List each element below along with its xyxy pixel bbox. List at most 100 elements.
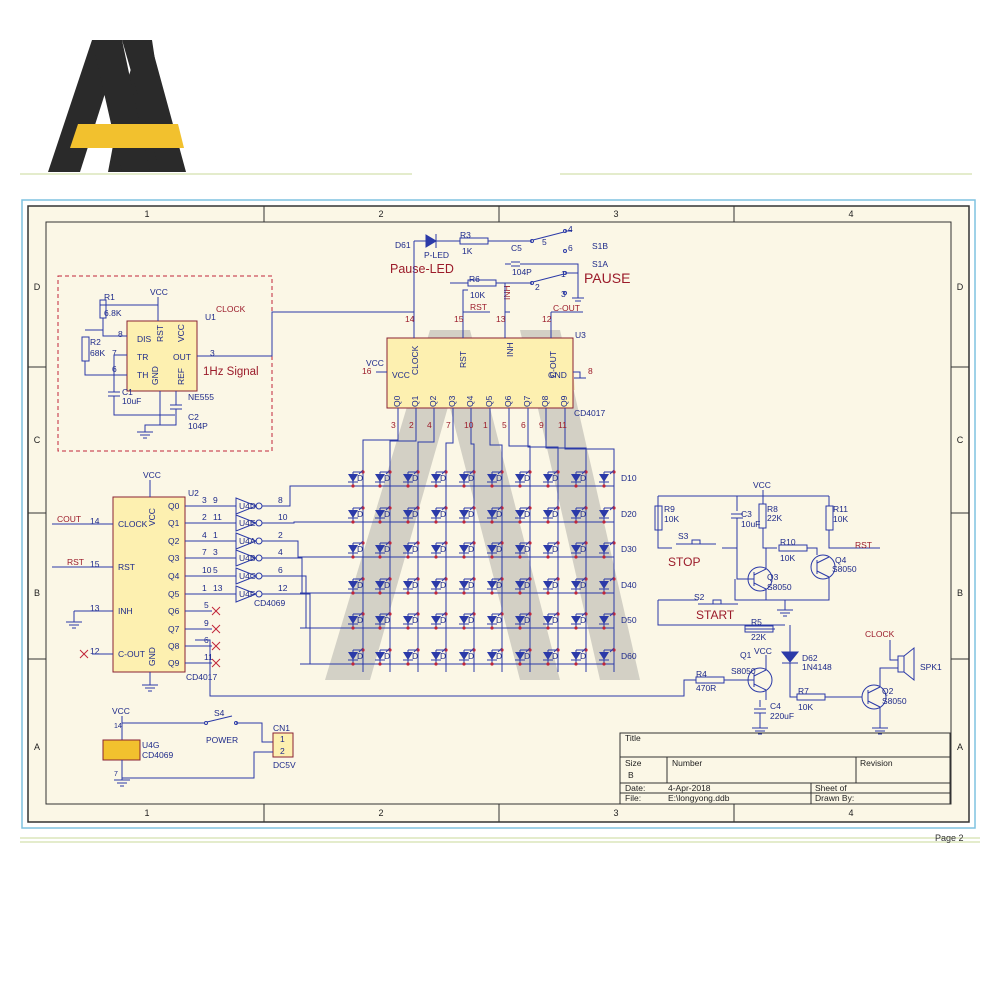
- ne555-pin-vcc: VCC: [176, 324, 186, 342]
- date-label: Date:: [625, 783, 645, 793]
- led-diode: D: [431, 505, 448, 524]
- u2-pin-gnd: GND: [147, 647, 157, 666]
- inverter-in-num: 9: [213, 495, 218, 505]
- u2-num-12: 12: [90, 646, 100, 656]
- u2-output-label: Q1: [168, 518, 180, 528]
- led-diode: D: [487, 540, 504, 559]
- r10-value: 10K: [780, 553, 795, 563]
- u2-output-num: 10: [202, 565, 212, 575]
- led-diode-label: D: [412, 651, 418, 661]
- led-diode: D: [375, 611, 392, 630]
- spk1-ref: SPK1: [920, 662, 942, 672]
- inh-net: INH: [502, 285, 512, 300]
- ne555-pin-dis: DIS: [137, 334, 152, 344]
- inverter-out-num: 8: [278, 495, 283, 505]
- u2-output-num: 4: [202, 530, 207, 540]
- power-vcc: VCC: [112, 706, 130, 716]
- led-diode: D: [515, 469, 532, 488]
- led-diode: D: [543, 611, 560, 630]
- led-diode: D: [348, 540, 365, 559]
- led-diode: D: [543, 505, 560, 524]
- led-diode: D: [431, 576, 448, 595]
- u3-chip: [386, 337, 574, 409]
- s4-ref: S4: [214, 708, 225, 718]
- led-diode-label: D: [412, 509, 418, 519]
- u3-output-num: 6: [521, 420, 526, 430]
- led-diode-label: D: [552, 580, 558, 590]
- inverter-out-num: 2: [278, 530, 283, 540]
- led-diode: D: [487, 647, 504, 666]
- u3-rst-net: RST: [470, 302, 487, 312]
- u3-output-label: Q5: [484, 395, 494, 407]
- ne555-pin-ref: REF: [176, 368, 186, 385]
- u3-output-num: 11: [558, 420, 567, 430]
- d61-ref: D61: [395, 240, 411, 250]
- r9-ref: R9: [664, 504, 675, 514]
- led-diode-label: D: [524, 615, 530, 625]
- u3-pin-cout: C-OUT: [548, 351, 558, 378]
- led-diode-label: D: [440, 651, 446, 661]
- sheet-label: Sheet of: [815, 783, 847, 793]
- led-diode: D: [431, 540, 448, 559]
- c5-value: 104P: [512, 267, 532, 277]
- led-diode: D: [348, 469, 365, 488]
- u3-name: CD4017: [574, 408, 605, 418]
- d62-ref: D62: [802, 653, 818, 663]
- s3-ref: S3: [678, 531, 689, 541]
- led-diode: D: [571, 469, 588, 488]
- inverter-chip-name: CD4069: [254, 598, 285, 608]
- led-diode: [599, 611, 616, 630]
- c4-ref: C4: [770, 701, 781, 711]
- led-diode: D: [515, 611, 532, 630]
- inverter-ref: U4A: [239, 536, 256, 546]
- u2-output-label: Q0: [168, 501, 180, 511]
- u3-cout-net: C-OUT: [553, 303, 580, 313]
- led-diode-label: D: [384, 615, 390, 625]
- led-diode: D: [375, 505, 392, 524]
- inverter-ref: U4F: [239, 589, 255, 599]
- led-diode: D: [431, 469, 448, 488]
- r6-ref: R6: [469, 274, 480, 284]
- led-diode: D: [403, 469, 420, 488]
- u3-output-num: 9: [539, 420, 544, 430]
- file-value: E:\longyong.ddb: [668, 793, 730, 803]
- inverter-in-num: 3: [213, 547, 218, 557]
- q1-type: S8050: [731, 666, 756, 676]
- ne555-pin-rst: RST: [155, 325, 165, 342]
- led-diode: D: [487, 576, 504, 595]
- c2-value: 104P: [188, 421, 208, 431]
- ne555-name: NE555: [188, 392, 214, 402]
- led-diode: D: [375, 647, 392, 666]
- u2-ref: U2: [188, 488, 199, 498]
- u2-cout-net: COUT: [57, 514, 81, 524]
- led-diode: D: [348, 647, 365, 666]
- c1-value: 10uF: [122, 396, 141, 406]
- u3-top-pin-num: 15: [454, 314, 464, 324]
- led-diode-label: D: [580, 473, 586, 483]
- ne555-pin-th: TH: [137, 370, 148, 380]
- u3-gnd-inside: GND: [548, 370, 567, 380]
- led-diode-label: D: [412, 473, 418, 483]
- u2-output-label: Q7: [168, 624, 180, 634]
- brand-logo: [48, 40, 186, 172]
- u2-num-14: 14: [90, 516, 100, 526]
- u2-output-label: Q3: [168, 553, 180, 563]
- led-diode-label: D: [440, 544, 446, 554]
- u3-output-num: 10: [464, 420, 474, 430]
- u3-output-label: Q8: [540, 395, 550, 407]
- u3-pin-inh: INH: [505, 342, 515, 357]
- q4-type: S8050: [832, 564, 857, 574]
- led-diode-label: D: [384, 509, 390, 519]
- row-label-a: A: [34, 742, 40, 752]
- led-diode: D: [459, 469, 476, 488]
- q2-type: S8050: [882, 696, 907, 706]
- spk-clock-net: CLOCK: [865, 629, 895, 639]
- u3-output-label: Q2: [428, 395, 438, 407]
- u3-gnd-num: 8: [588, 366, 593, 376]
- led-diode: D: [571, 611, 588, 630]
- led-diode: [599, 505, 616, 524]
